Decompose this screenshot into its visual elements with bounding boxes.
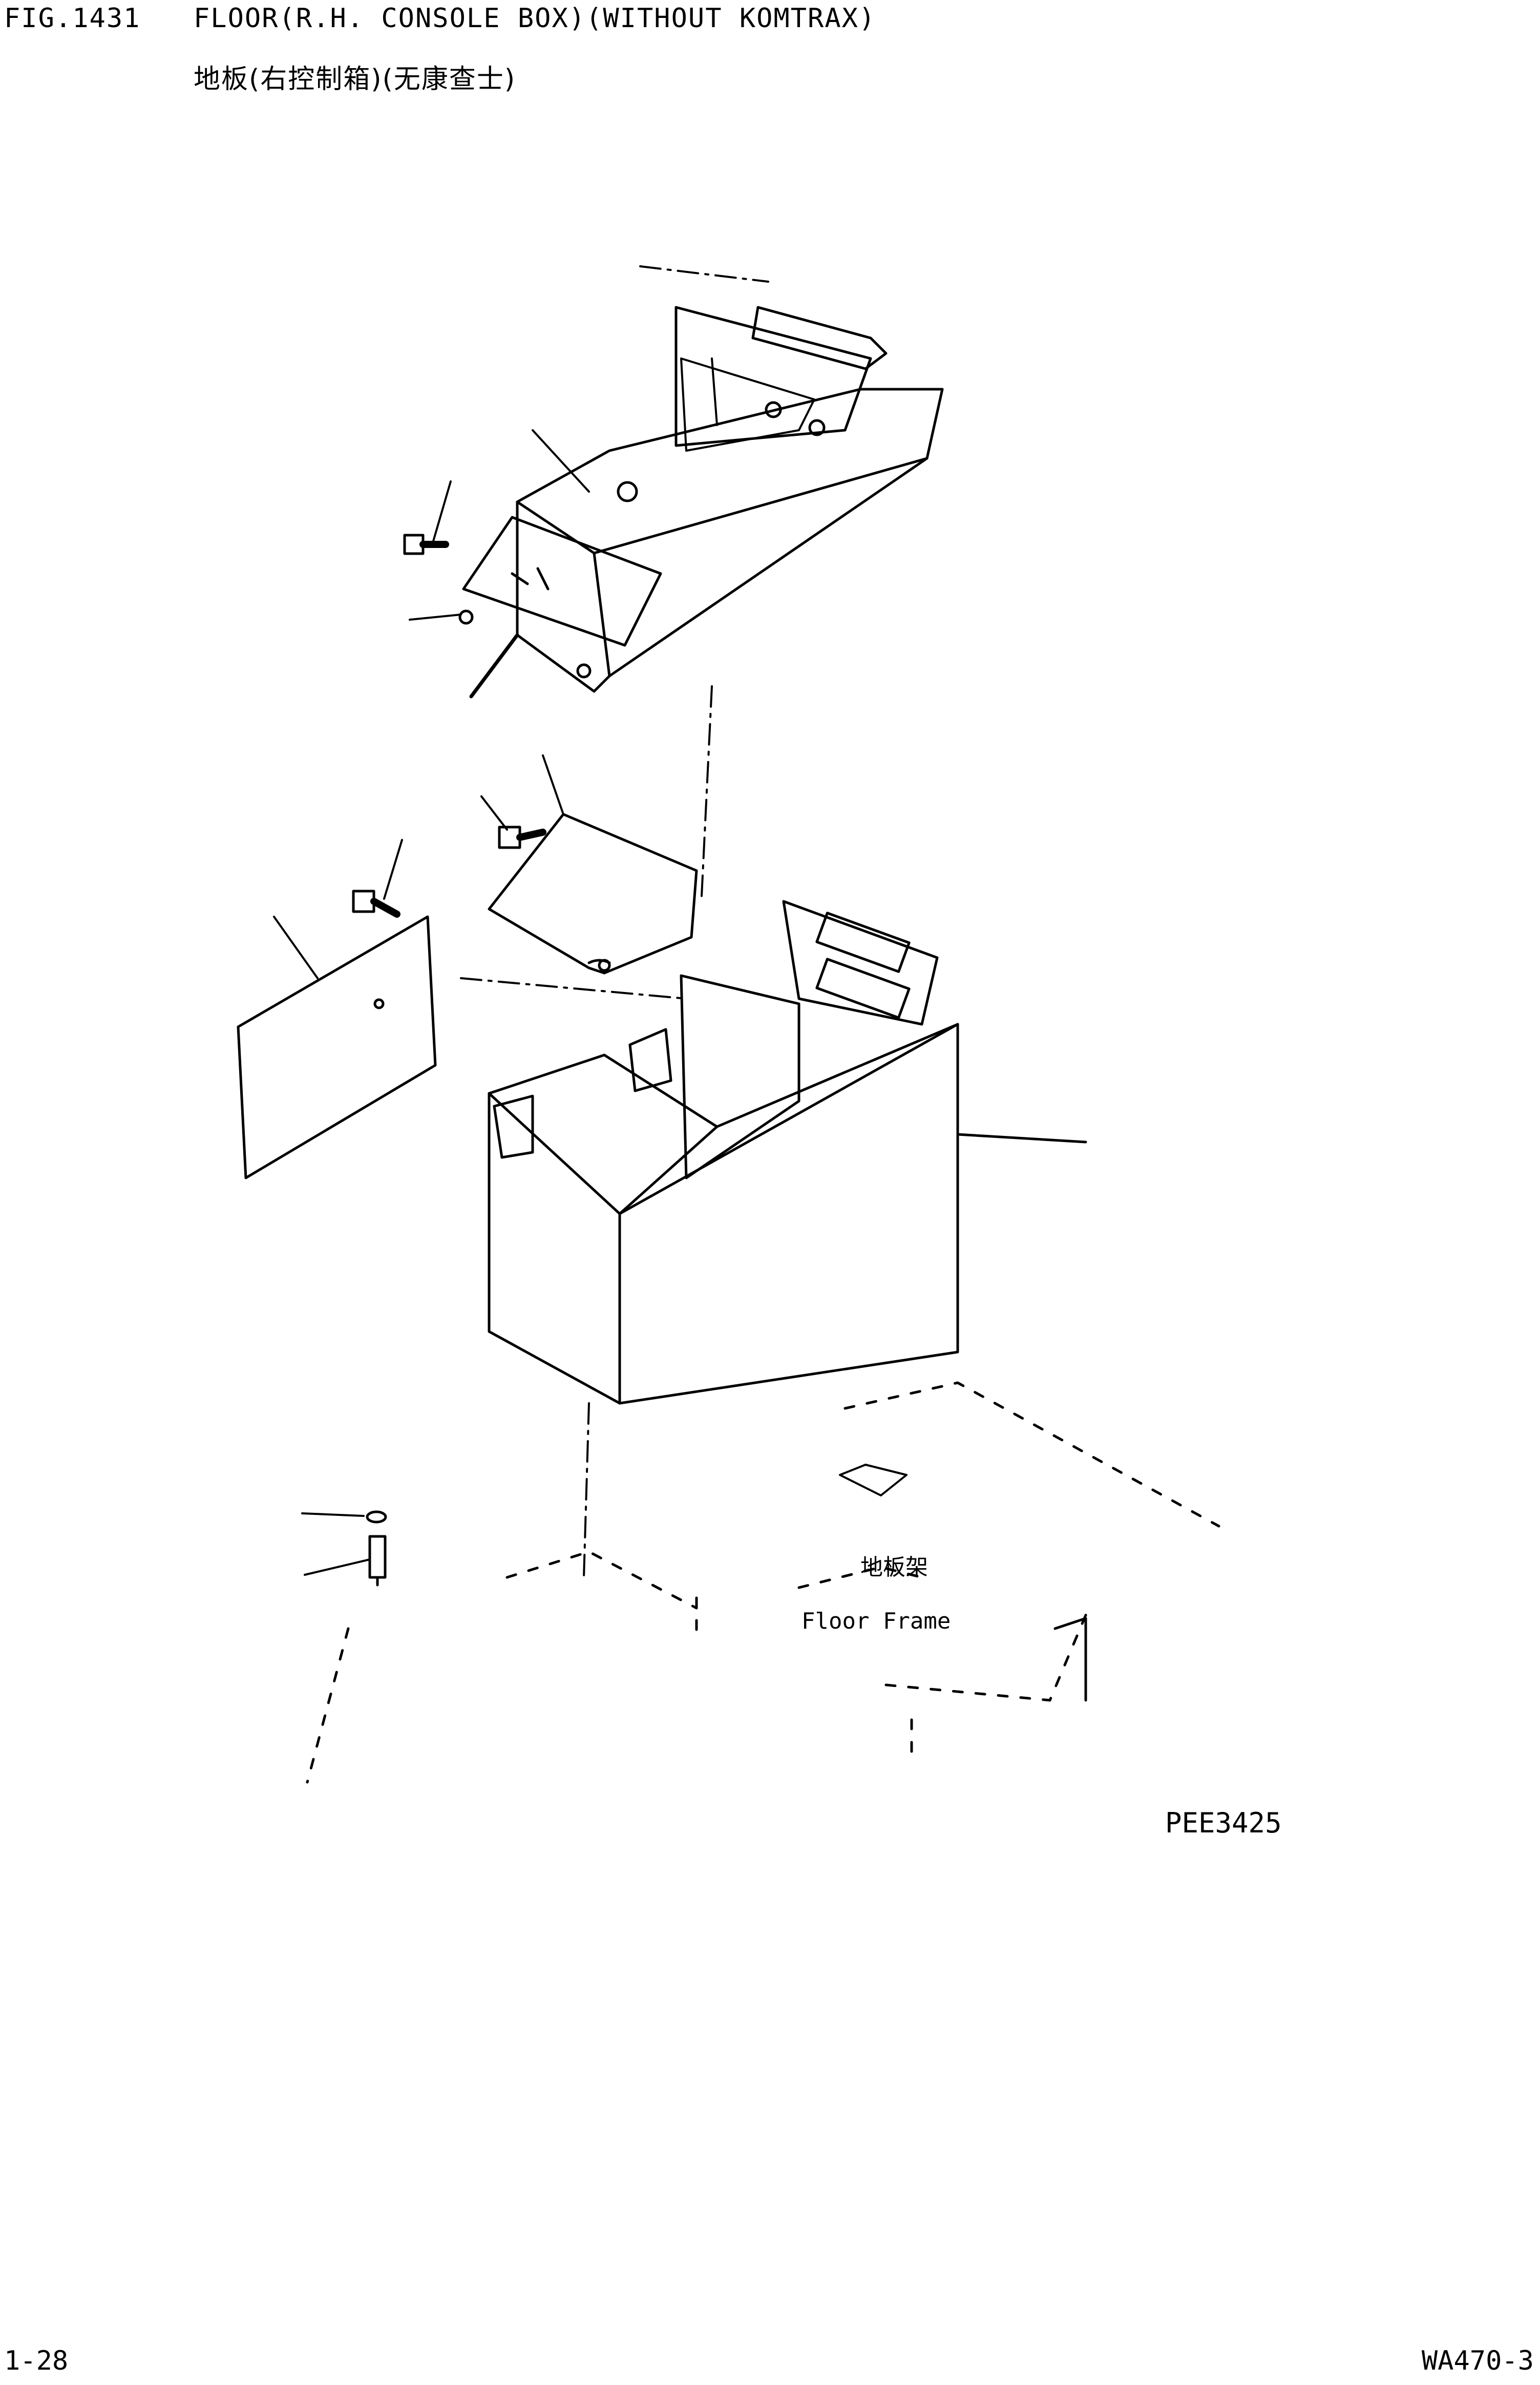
figure-number: FIG.1431 bbox=[4, 3, 141, 34]
leader-line bbox=[273, 357, 718, 1576]
console-top-cover bbox=[458, 306, 944, 693]
bolt-icon bbox=[498, 826, 546, 849]
bolt-icon bbox=[352, 890, 400, 918]
hole-icon bbox=[617, 481, 638, 502]
figure-title-chinese: 地板(右控制箱)(无康查士) bbox=[194, 64, 516, 95]
washer-icon bbox=[366, 1510, 387, 1524]
model-number: WA470-3 bbox=[1421, 2346, 1534, 2376]
console-box bbox=[488, 900, 1087, 1405]
bolt-icon bbox=[368, 1535, 387, 1587]
floor-frame bbox=[306, 1381, 1220, 1784]
floor-frame-label-en: Floor Frame bbox=[801, 1608, 951, 1634]
cover-window bbox=[462, 516, 662, 647]
bolt-icon bbox=[403, 534, 449, 555]
cover-flap bbox=[751, 306, 888, 370]
alignment-line bbox=[460, 265, 769, 1578]
floor-frame-label-zh: 地板架 bbox=[860, 1554, 928, 1580]
knob-icon bbox=[808, 419, 826, 436]
figure-title-english: FLOOR(R.H. CONSOLE BOX)(WITHOUT KOMTRAX) bbox=[194, 3, 876, 34]
page-number: 1-28 bbox=[4, 2346, 69, 2376]
knob-icon bbox=[765, 401, 782, 418]
side-panel bbox=[237, 915, 437, 1179]
floor-frame-bracket bbox=[839, 1464, 1087, 1702]
diagram-code: PEE3425 bbox=[1165, 1807, 1282, 1839]
